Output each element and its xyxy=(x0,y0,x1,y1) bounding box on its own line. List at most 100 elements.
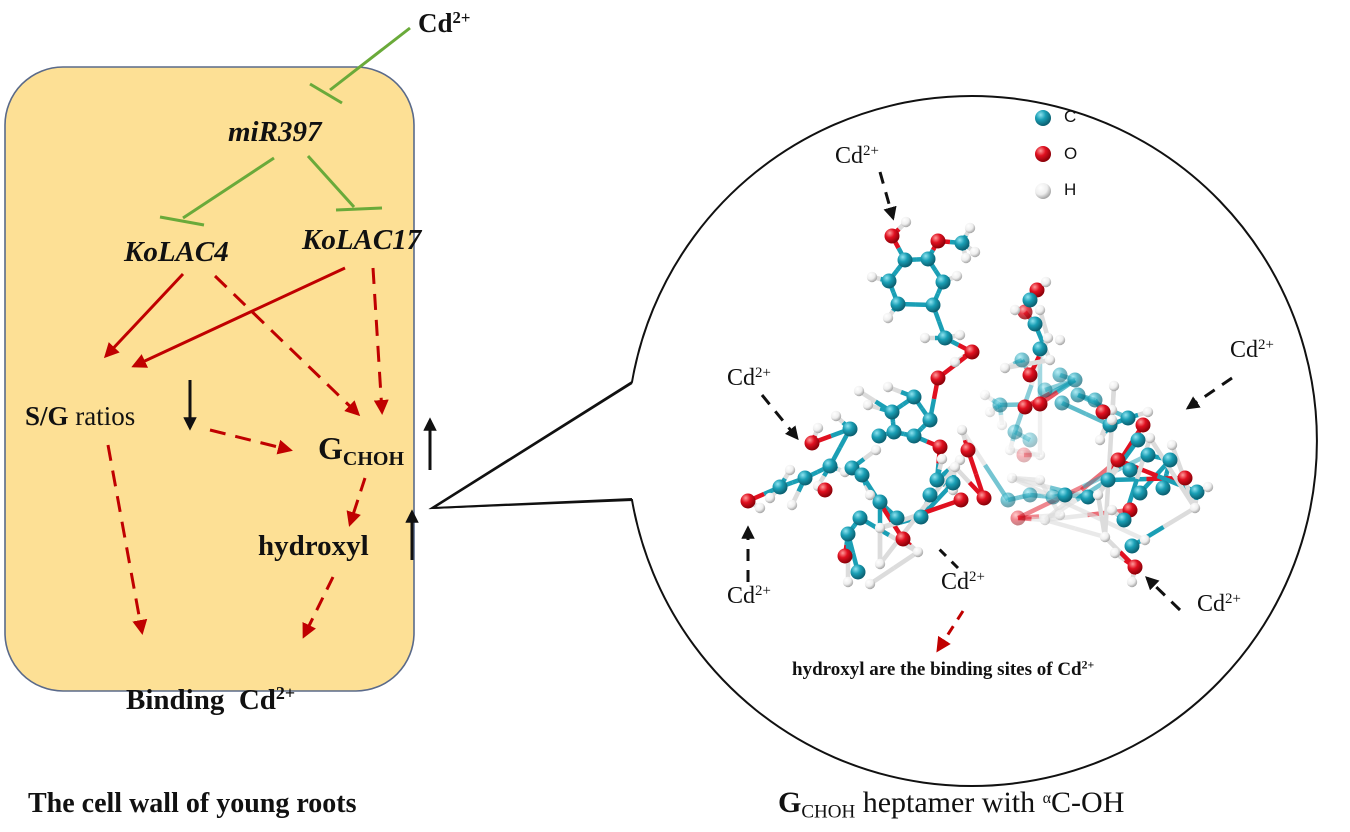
node-hydroxyl: hydroxyl xyxy=(258,530,369,562)
carbon-atom xyxy=(1124,538,1140,554)
molecule-heptamer xyxy=(740,216,1214,590)
hydrogen-atom xyxy=(874,558,886,570)
hydrogen-atom xyxy=(1034,474,1046,486)
edge-sg-to-gchoh xyxy=(209,428,293,455)
node-gchoh: GCHOH xyxy=(318,432,404,469)
carbon-atom xyxy=(890,296,906,312)
hydrogen-atom xyxy=(882,312,894,324)
edge-lac4-to-sg xyxy=(103,272,185,359)
binding-sites-note: hydroxyl are the binding sites of Cd2+ xyxy=(792,658,1095,680)
hydrogen-atom xyxy=(919,332,931,344)
legend-ball-h xyxy=(1035,183,1051,199)
carbon-atom xyxy=(1000,492,1016,508)
cd-label-bottom-center: Cd2+ xyxy=(941,568,985,595)
oxygen-atom xyxy=(1022,367,1038,383)
edge-mir-to-lac17-bar xyxy=(335,206,383,212)
bond xyxy=(1162,506,1197,529)
right-caption: GCHOH heptamer with αC-OH xyxy=(778,786,1125,823)
carbon-atom xyxy=(906,389,922,405)
oxygen-atom xyxy=(932,439,948,455)
hydrogen-atom xyxy=(951,270,963,282)
cd-label-right: Cd2+ xyxy=(1230,336,1274,363)
hydrogen-atom xyxy=(842,576,854,588)
bond xyxy=(1043,488,1083,522)
hydrogen-atom xyxy=(874,522,886,534)
carbon-atom xyxy=(872,494,888,510)
hydrogen-atom xyxy=(1099,531,1111,543)
hydrogen-atom xyxy=(764,492,776,504)
oxygen-atom xyxy=(1032,396,1048,412)
carbon-atom xyxy=(906,428,922,444)
hydrogen-atom xyxy=(960,252,972,264)
legend-label-c: C xyxy=(1064,107,1077,126)
hydrogen-atom xyxy=(1009,304,1021,316)
carbon-atom xyxy=(945,475,961,491)
hydrogen-atom xyxy=(1040,276,1052,288)
carbon-atom xyxy=(797,470,813,486)
carbon-atom xyxy=(852,510,868,526)
hydrogen-atom xyxy=(866,271,878,283)
oxygen-atom xyxy=(960,442,976,458)
oxygen-atom xyxy=(1017,399,1033,415)
bond xyxy=(1169,444,1186,478)
hydrogen-atom xyxy=(1094,434,1106,446)
carbon-atom xyxy=(1014,352,1030,368)
edge-gchoh-to-hydroxyl xyxy=(346,477,367,527)
hydrogen-atom xyxy=(1144,432,1156,444)
oxygen-atom xyxy=(1177,470,1193,486)
sg-rest: ratios xyxy=(68,401,136,431)
hydrogen-atom xyxy=(882,381,894,393)
carbon-atom xyxy=(935,274,951,290)
edge-lac4-to-gchoh xyxy=(213,274,361,417)
molecule-atoms xyxy=(740,216,1214,590)
oxygen-atom xyxy=(804,435,820,451)
hydrogen-atom xyxy=(870,444,882,456)
edge-cd-to-mir xyxy=(329,26,411,92)
oxygen-atom xyxy=(953,492,969,508)
carbon-atom xyxy=(992,397,1008,413)
hydrogen-atom xyxy=(1042,332,1054,344)
oxygen-atom xyxy=(1016,447,1032,463)
hydrogen-atom xyxy=(864,578,876,590)
carbon-atom xyxy=(925,297,941,313)
carbon-atom xyxy=(854,467,870,483)
carbon-atom xyxy=(937,330,953,346)
bond xyxy=(1011,475,1080,512)
activation-edges xyxy=(103,266,389,639)
oxygen-atom xyxy=(1017,304,1033,320)
cd-arrow-bottom-center xyxy=(936,546,960,570)
carbon-atom xyxy=(1122,462,1138,478)
hydrogen-atom xyxy=(1109,547,1121,559)
hydrogen-atom xyxy=(1044,354,1056,366)
carbon-atom xyxy=(913,509,929,525)
oxygen-atom xyxy=(895,531,911,547)
carbon-atom xyxy=(1067,372,1083,388)
oxygen-atom xyxy=(1095,404,1111,420)
carbon-atom xyxy=(1070,387,1086,403)
hydrogen-atom xyxy=(853,385,865,397)
carbon-atom xyxy=(1189,484,1205,500)
node-binding-cd: Binding Cd2+ xyxy=(126,684,295,715)
hydrogen-atom xyxy=(954,329,966,341)
bond xyxy=(1170,471,1197,510)
hydrogen-atom xyxy=(912,546,924,558)
note-red-arrow xyxy=(936,610,965,653)
node-kolac4: KoLAC4 xyxy=(124,236,229,268)
edge-mir-to-lac4-bar xyxy=(159,215,205,227)
hydrogen-atom xyxy=(1142,406,1154,418)
carbon-atom xyxy=(1032,341,1048,357)
hydrogen-atom xyxy=(999,362,1011,374)
carbon-atom xyxy=(842,421,858,437)
hydrogen-atom xyxy=(1034,304,1046,316)
edge-cd-to-mir-bar xyxy=(309,82,343,105)
node-mir397: miR397 xyxy=(228,116,322,148)
hydrogen-atom xyxy=(969,246,981,258)
cd-base: Cd xyxy=(418,8,453,38)
cd-label-lower-right: Cd2+ xyxy=(1197,590,1241,617)
legend-ball-c xyxy=(1035,110,1051,126)
hydrogen-atom xyxy=(1202,481,1214,493)
carbon-atom xyxy=(886,424,902,440)
sg-bold: S/G xyxy=(25,401,69,431)
carbon-atom xyxy=(1022,487,1038,503)
